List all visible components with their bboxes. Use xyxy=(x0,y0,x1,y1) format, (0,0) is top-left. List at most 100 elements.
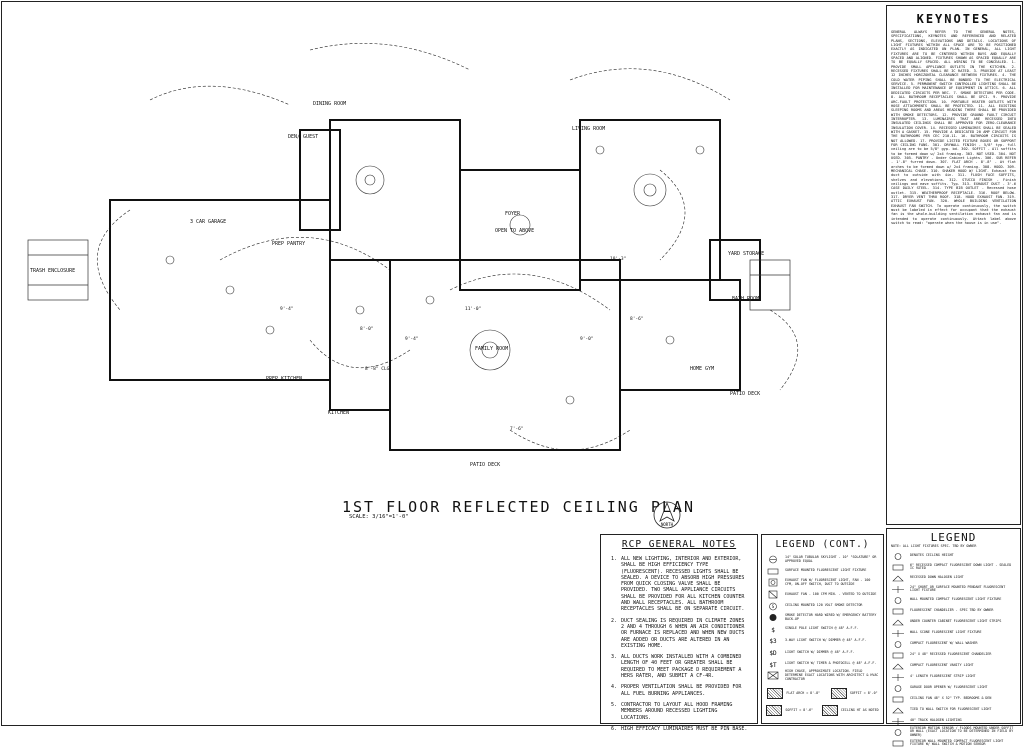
legend-panel: LEGEND NOTE: ALL LIGHT FIXTURES SPEC. TB… xyxy=(886,528,1021,746)
legend-item: 40" TRACK HALOGEN LIGHTING xyxy=(887,716,1020,727)
note-text: DUCT SEALING IS REQUIRED IN CLIMATE ZONE… xyxy=(621,617,745,649)
legend-text: SURFACE MOUNTED FLUORESCENT LIGHT FIXTUR… xyxy=(785,568,867,573)
room-label-open-above: OPEN TO ABOVE xyxy=(495,228,534,234)
room-label-kitchen: KITCHEN xyxy=(328,410,349,416)
legend-text: COMPACT FLUORESCENT VANITY LIGHT xyxy=(910,663,974,668)
legend-item: $T LIGHT SWITCH W/ TIMER & PHOTOCELL @ 48… xyxy=(762,658,883,670)
trash-enclosure-posts xyxy=(27,239,791,311)
legend-text: TIED TO WALL SWITCH FOR FLUORESCENT LIGH… xyxy=(910,707,992,712)
legend-text: EXHAUST FAN - 100 CFM MIN. - VENTED TO O… xyxy=(785,591,877,596)
note-text: PROPER VENTILATION SHALL BE PROVIDED FOR… xyxy=(621,684,742,697)
legend-text: CEILING FAN 48" X 52" TYP. BEDROOMS & DE… xyxy=(910,696,992,701)
legend-item: FLUORESCENT CHANDELIER - SPEC TBD BY OWN… xyxy=(887,606,1020,617)
legend-text: COMPACT FLUORESCENT W/ WALL WASHER xyxy=(910,641,978,646)
room-label-prep-pantry: PREP PANTRY xyxy=(272,241,305,247)
hatch-text: SOFFIT = 8'-0" xyxy=(849,691,878,696)
note-text: ALL NEW LIGHTING, INTERIOR AND EXTERIOR,… xyxy=(621,556,745,613)
switch-icon: $ xyxy=(771,627,775,634)
legend-title: LEGEND xyxy=(930,531,977,544)
keynotes-body: GENERAL ALWAYS REFER TO THE GENERAL NOTE… xyxy=(891,30,1016,226)
legend-note: NOTE: ALL LIGHT FIXTURES SPEC. TBD BY OW… xyxy=(891,544,977,548)
legend-text: LIGHT SWITCH W/ DIMMER @ 48" A.F.F. xyxy=(785,649,855,654)
svg-text:$: $ xyxy=(771,627,775,634)
smoke-detector-battery-icon xyxy=(769,614,777,622)
hatch-text: CEILING HT AS NOTED xyxy=(840,708,879,713)
room-label-foyer: FOYER xyxy=(505,211,521,217)
floor-plan: 3 CAR GARAGE TRASH ENCLOSURE DINING ROOM… xyxy=(27,43,799,468)
legend-item: COMPACT FLUORESCENT W/ WALL WASHER xyxy=(887,639,1020,650)
note-text: ALL DUCTS WORK INSTALLED WITH A COMBINED… xyxy=(621,654,742,680)
legend-item: $ SINGLE POLE LIGHT SWITCH @ 48" A.F.F. xyxy=(762,624,883,636)
general-notes-title: RCP GENERAL NOTES xyxy=(621,539,737,550)
hatch-legend-item: CEILING HT AS NOTED xyxy=(821,704,879,716)
room-label-yard-storage: YARD STORAGE xyxy=(728,251,764,257)
legend-item: RECESSED DOWN HALOGEN LIGHT xyxy=(887,573,1020,584)
room-label-patio-deck: PATIO DECK xyxy=(730,391,760,397)
wall-fixture-icon xyxy=(894,596,902,604)
general-note: 4.PROPER VENTILATION SHALL BE PROVIDED F… xyxy=(611,684,749,697)
legend-item: EXHAUST FAN - 100 CFM MIN. - VENTED TO O… xyxy=(762,589,883,601)
hatch-legend-item: SOFFIT = 8'-6" xyxy=(766,704,814,716)
svg-text:S: S xyxy=(772,604,775,609)
fixtures xyxy=(165,145,705,405)
ceiling-height-label: 8'-6" xyxy=(630,316,644,322)
legend-text: GARAGE DOOR OPENER W/ FLUORESCENT LIGHT xyxy=(910,685,988,690)
legend-text: 24" SHORT OR SURFACE MOUNTED PENDANT FLU… xyxy=(910,584,1006,593)
legend-text: SINGLE POLE LIGHT SWITCH @ 48" A.F.F. xyxy=(785,626,859,631)
general-note: 5.CONTRACTOR TO LAYOUT ALL HOOD FRAMING … xyxy=(611,702,749,721)
svg-text:$D: $D xyxy=(769,650,777,657)
chandelier-icon xyxy=(892,608,904,615)
legend-item: WALL MOUNTED COMPACT FLUORESCENT LIGHT F… xyxy=(887,595,1020,606)
room-label-prep-kitchen: PREP KITCHEN xyxy=(266,376,302,382)
circuit-lines xyxy=(97,43,799,451)
hatch-legend-item: FLAT ARCH = 8'-8" xyxy=(767,687,821,699)
ceiling-height-label: 8'-8" CLG xyxy=(365,366,390,372)
pendant-icon xyxy=(892,585,904,593)
dimmer-switch-icon: $D xyxy=(769,650,777,657)
hatch-text: SOFFIT = 8'-6" xyxy=(785,708,814,713)
general-note: 2.DUCT SEALING IS REQUIRED IN CLIMATE ZO… xyxy=(611,618,749,649)
hatch-text: FLAT ARCH = 8'-8" xyxy=(786,691,821,696)
legend-item: 4' LENGTH FLUORESCENT STRIP LIGHT xyxy=(887,672,1020,683)
legend-item: 24" X 48" RECESSED FLUORESCENT CHANDELIE… xyxy=(887,650,1020,661)
legend-text: 14" SOLAR TUBULAR SKYLIGHT - 10" "SOLATU… xyxy=(785,555,877,563)
legend-list: DENOTES CEILING HEIGHT 6" RECESSED COMPAC… xyxy=(887,551,1020,749)
garage-opener-icon xyxy=(894,684,902,692)
surface-fluorescent-icon xyxy=(767,568,779,575)
ceiling-height-label: 7'-6" xyxy=(510,426,524,432)
legend-item: SURFACE MOUNTED FLUORESCENT LIGHT FIXTUR… xyxy=(762,566,883,578)
legend-text: EXTERIOR WALL MOUNTED COMPACT FLUORESCEN… xyxy=(910,738,1004,747)
ceiling-fan-icon xyxy=(892,696,904,703)
legend-item: HIGH CHASE, APPROXIMATE LOCATION. FIELD … xyxy=(762,669,883,682)
legend-text: LIGHT SWITCH W/ TIMER & PHOTOCELL @ 48" … xyxy=(785,661,877,666)
note-number: 5. xyxy=(611,701,618,708)
room-label-family: FAMILY ROOM xyxy=(475,346,508,352)
legend-item: TIED TO WALL SWITCH FOR FLUORESCENT LIGH… xyxy=(887,705,1020,716)
note-number: 1. xyxy=(611,556,618,562)
room-label-den: DEN/ GUEST xyxy=(288,134,318,140)
keynotes-panel: KEYNOTES GENERAL ALWAYS REFER TO THE GEN… xyxy=(886,5,1021,525)
legend-text: RECESSED DOWN HALOGEN LIGHT xyxy=(910,575,964,580)
wall-washer-icon xyxy=(894,640,902,648)
legend-item: COMPACT FLUORESCENT VANITY LIGHT xyxy=(887,661,1020,672)
note-text: CONTRACTOR TO LAYOUT ALL HOOD FRAMING ME… xyxy=(621,701,733,721)
sconce-icon xyxy=(892,629,904,637)
legend-text: 4' LENGTH FLUORESCENT STRIP LIGHT xyxy=(910,674,976,679)
legend-item: 14" SOLAR TUBULAR SKYLIGHT - 10" "SOLATU… xyxy=(762,554,883,566)
timer-switch-icon: $T xyxy=(769,662,777,669)
motion-flood-icon xyxy=(894,728,902,736)
strip-4ft-icon xyxy=(892,673,904,681)
legend-text: 40" TRACK HALOGEN LIGHTING xyxy=(910,718,962,723)
three-way-switch-icon: $3 xyxy=(769,638,777,645)
legend-text: UNDER COUNTER CABINET FLUORESCENT LIGHT … xyxy=(910,619,1002,624)
legend-item: SMOKE DETECTOR HARD WIRED W/ EMERGENCY B… xyxy=(762,612,883,624)
smoke-detector-icon: S xyxy=(769,602,777,610)
recessed-panel-icon xyxy=(892,652,904,659)
legend-text: DENOTES CEILING HEIGHT xyxy=(910,553,954,558)
legend-text: 6" RECESSED COMPACT FLUORESCENT DOWN LIG… xyxy=(910,562,1012,571)
legend-cont-panel: LEGEND (CONT.) 14" SOLAR TUBULAR SKYLIGH… xyxy=(761,534,884,724)
note-number: 2. xyxy=(611,617,618,624)
legend-text: WALL MOUNTED COMPACT FLUORESCENT LIGHT F… xyxy=(910,597,1002,602)
